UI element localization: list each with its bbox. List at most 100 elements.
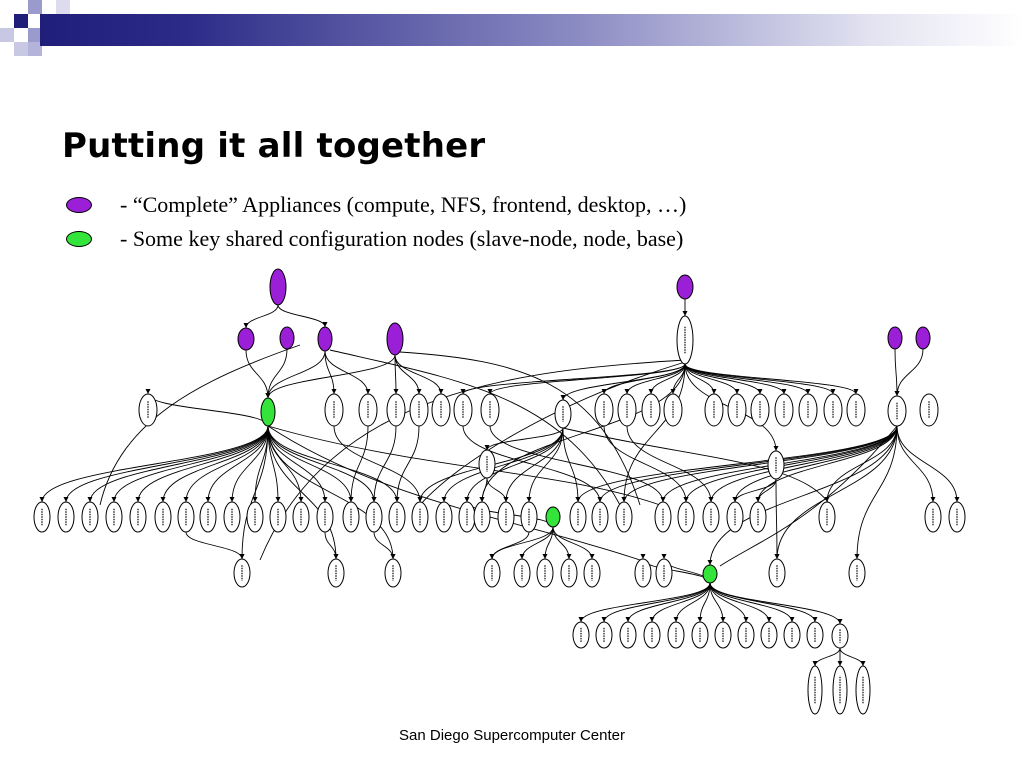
graph-edge	[623, 425, 898, 503]
graph-edge	[528, 427, 564, 503]
graph-edge-arrowhead	[805, 389, 811, 394]
graph-edge	[333, 425, 421, 503]
graph-edge	[814, 647, 841, 667]
graph-edge-arrowhead	[322, 322, 328, 327]
legend-label-shared-nodes: - Some key shared configuration nodes (s…	[120, 226, 684, 251]
graph-edge-arrowhead	[743, 617, 749, 622]
graph-edge	[552, 526, 570, 560]
graph-edge-arrowhead	[390, 554, 396, 559]
graph-edge	[89, 425, 269, 503]
graph-edge	[267, 354, 396, 399]
slide-title: Putting it all together	[62, 126, 486, 166]
purple-oval-icon	[66, 197, 92, 213]
graph-edge	[185, 425, 269, 503]
appliance-node	[386, 322, 404, 356]
graph-edge-arrowhead	[812, 661, 818, 666]
graph-edge-arrowhead	[487, 389, 493, 394]
graph-edge-arrowhead	[365, 389, 371, 394]
graph-edge-arrowhead	[322, 497, 328, 502]
graph-edge-arrowhead	[39, 497, 45, 502]
graph-edge-arrowhead	[417, 497, 423, 502]
graph-edge	[373, 425, 397, 503]
graph-edge-arrowhead	[145, 389, 151, 394]
graph-edge-arrowhead	[519, 554, 525, 559]
appliance-node	[279, 326, 295, 350]
graph-edge-arrowhead	[578, 617, 584, 622]
graph-edge-arrowhead	[837, 619, 843, 624]
corner-square-dark	[56, 0, 70, 14]
graph-edge-arrowhead	[243, 323, 249, 328]
graph-edge	[856, 425, 898, 560]
graph-edge	[685, 425, 898, 503]
graph-edge	[267, 425, 337, 560]
graph-edge	[207, 425, 269, 503]
graph-edge	[267, 350, 326, 399]
graph-edge	[603, 425, 687, 503]
graph-edge	[65, 425, 269, 503]
graph-edge-arrowhead	[589, 554, 595, 559]
graph-edge-arrowhead	[601, 617, 607, 622]
graph-edge-arrowhead	[670, 389, 676, 394]
graph-edge	[462, 425, 601, 503]
graph-edge	[324, 350, 369, 395]
shared-config-node	[545, 506, 561, 528]
graph-edge-arrowhead	[781, 389, 787, 394]
graph-edge-arrowhead	[789, 617, 795, 622]
graph-node	[572, 621, 590, 649]
graph-edge-arrowhead	[464, 497, 470, 502]
graph-edge-arrowhead	[757, 389, 763, 394]
header-bar	[40, 14, 1024, 46]
graph-edge	[267, 425, 394, 560]
graph-edge-arrowhead	[575, 497, 581, 502]
graph-node	[760, 621, 778, 649]
graph-edge-arrowhead	[774, 554, 780, 559]
graph-edge-arrowhead	[239, 554, 245, 559]
graph-edge	[734, 425, 898, 503]
graph-edge	[757, 425, 898, 503]
graph-edge	[396, 425, 420, 503]
graph-edge-arrowhead	[894, 391, 900, 396]
graph-edge-arrowhead	[265, 393, 271, 398]
corner-square-light	[14, 42, 28, 56]
graph-edge-arrowhead	[755, 497, 761, 502]
footer-text: San Diego Supercomputer Center	[399, 727, 625, 744]
graph-edge-arrowhead	[707, 560, 713, 565]
graph-edge-arrowhead	[416, 389, 422, 394]
graph-edge-arrowhead	[853, 389, 859, 394]
graph-node	[714, 621, 732, 649]
graph-edge	[350, 425, 369, 503]
graph-node	[667, 621, 685, 649]
graph-edge	[394, 354, 420, 395]
graph-edge-arrowhead	[205, 497, 211, 502]
graph-edge	[267, 425, 661, 506]
graph-edge-arrowhead	[183, 497, 189, 502]
shared-config-node	[260, 397, 276, 427]
graph-edge	[147, 393, 269, 427]
graph-edge	[896, 425, 934, 503]
graph-node	[691, 621, 709, 649]
graph-edge	[684, 363, 738, 395]
graph-edge	[709, 425, 898, 566]
graph-edge-arrowhead	[954, 497, 960, 502]
graph-edge	[394, 354, 442, 395]
graph-edge	[839, 647, 864, 667]
graph-edge-arrowhead	[837, 661, 843, 666]
graph-edge-arrowhead	[275, 497, 281, 502]
graph-edge-arrowhead	[812, 617, 818, 622]
corner-square-light	[28, 28, 42, 42]
corner-square-light	[0, 28, 14, 42]
graph-edge-arrowhead	[160, 497, 166, 502]
shared-config-node	[702, 564, 718, 584]
graph-edge	[185, 531, 243, 560]
graph-edge-arrowhead	[393, 389, 399, 394]
graph-edge-arrowhead	[298, 497, 304, 502]
graph-edge-arrowhead	[479, 497, 485, 502]
corner-square-light	[28, 0, 42, 14]
graph-edge	[603, 582, 711, 623]
graph-edge	[329, 349, 621, 506]
graph-edge-arrowhead	[625, 617, 631, 622]
graph-edge-arrowhead	[331, 389, 337, 394]
graph-node	[643, 621, 661, 649]
graph-edge	[113, 425, 269, 503]
graph-edge-arrowhead	[135, 497, 141, 502]
